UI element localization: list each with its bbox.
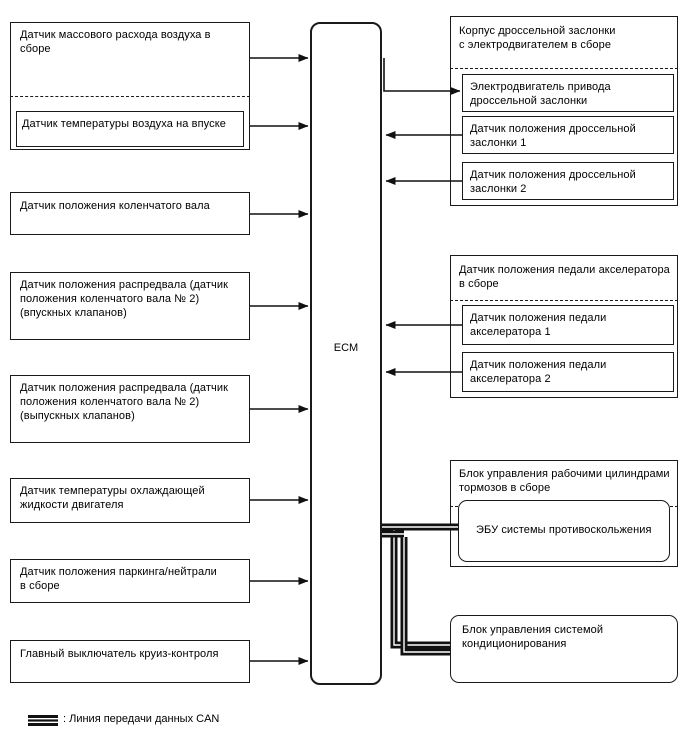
label-throttle-position-sensor-2: Датчик положения дроссельной заслонки 2 — [470, 169, 636, 195]
box-skid-control-ecu — [458, 500, 670, 562]
label-skid-control-ecu: ЭБУ системы противоскольжения — [476, 524, 652, 536]
box-camshaft-position-sensor-exhaust — [10, 375, 250, 443]
arrow-ecm-to-throttle-motor — [383, 58, 461, 95]
label-throttle-actuator-motor: Электродвигатель привода дроссельной зас… — [470, 81, 611, 107]
box-accelerator-pedal-position-sensor-2 — [462, 352, 674, 392]
legend-can-label: : Линия передачи данных CAN — [63, 713, 220, 725]
label-ecm: ECM — [333, 342, 359, 354]
label-maf-assembly: Датчик массового расхода воздуха в сборе — [20, 29, 211, 55]
label-throttle-position-sensor-1: Датчик положения дроссельной заслонки 1 — [470, 123, 636, 149]
box-crankshaft-position-sensor — [10, 192, 250, 235]
label-accelerator-pedal-assembly: Датчик положения педали акселератора в с… — [459, 264, 670, 290]
box-camshaft-position-sensor-intake — [10, 272, 250, 340]
box-accelerator-pedal-position-sensor-1 — [462, 305, 674, 345]
box-air-conditioning-control-unit — [450, 615, 678, 683]
label-camshaft-position-sensor-exhaust: Датчик положения распредвала (датчик пол… — [20, 382, 229, 422]
can-stripe-b — [393, 530, 450, 646]
box-park-neutral-position-sensor — [10, 559, 250, 603]
box-cruise-control-main-switch — [10, 640, 250, 683]
box-throttle-position-sensor-2 — [462, 162, 674, 200]
separator-maf-assembly — [10, 96, 250, 97]
label-cruise-control-main-switch: Главный выключатель круиз-контроля — [20, 648, 219, 660]
can-bus-network — [382, 523, 458, 656]
label-brake-actuator-assembly: Блок управления рабочими цилиндрами торм… — [459, 468, 670, 494]
can-stripe-d — [403, 537, 450, 653]
box-ecm — [310, 22, 382, 685]
box-intake-air-temp-sensor — [16, 111, 244, 147]
label-throttle-body-assembly: Корпус дроссельной заслонки с электродви… — [459, 25, 616, 51]
separator-accelerator-pedal-assembly — [450, 300, 678, 301]
box-engine-coolant-temp-sensor — [10, 478, 250, 523]
label-air-conditioning-control-unit: Блок управления системой кондиционирован… — [462, 624, 604, 650]
separator-throttle-body-assembly — [450, 68, 678, 69]
box-throttle-position-sensor-1 — [462, 116, 674, 154]
label-accelerator-pedal-position-sensor-2: Датчик положения педали акселератора 2 — [470, 359, 607, 385]
can-bus-line-symbol — [28, 713, 58, 726]
box-throttle-actuator-motor — [462, 74, 674, 112]
can-line-branch-to-ac — [390, 530, 450, 649]
label-crankshaft-position-sensor: Датчик положения коленчатого вала — [20, 200, 210, 212]
can-line-branch-to-ac-outer — [400, 537, 450, 656]
label-park-neutral-position-sensor: Датчик положения паркинга/нейтрали в сбо… — [20, 566, 217, 592]
label-camshaft-position-sensor-intake: Датчик положения распредвала (датчик пол… — [20, 279, 229, 319]
label-accelerator-pedal-position-sensor-1: Датчик положения педали акселератора 1 — [470, 312, 607, 338]
label-engine-coolant-temp-sensor: Датчик температуры охлаждающей жидкости … — [20, 485, 205, 511]
label-intake-air-temp-sensor: Датчик температуры воздуха на впуске — [22, 118, 226, 130]
